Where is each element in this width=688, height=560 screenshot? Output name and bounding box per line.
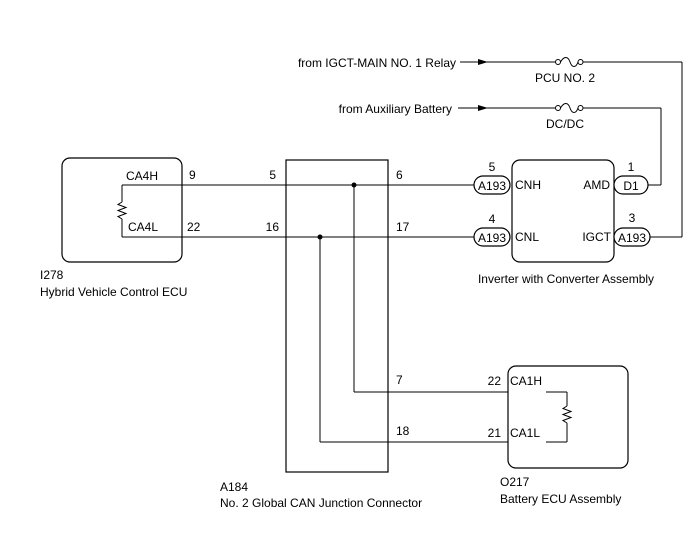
pin-number: 7 (396, 373, 403, 387)
can-junction-connector: 5 16 6 17 7 18 A184 No. 2 Global CAN Jun… (220, 159, 422, 510)
pin-number: 9 (189, 168, 196, 182)
connector-tag-d1-amd: D1 (613, 175, 649, 195)
connector-tag-a193-igct: A193 (613, 227, 651, 247)
pin-label-ca1h: CA1H (510, 374, 542, 388)
pin-label-ca4h: CA4H (126, 169, 158, 183)
power-source-igct-main: from IGCT-MAIN NO. 1 Relay PCU NO. 2 (298, 56, 682, 85)
pin-label-ca4l: CA4L (128, 220, 158, 234)
fuse-icon (555, 57, 584, 67)
connector-tag-a193-cnl: A193 (473, 227, 511, 247)
resistor-icon (561, 405, 573, 424)
pin-label-cnh: CNH (515, 178, 541, 192)
power-source-aux-battery: from Auxiliary Battery DC/DC (339, 102, 661, 131)
svg-text:D1: D1 (623, 179, 639, 193)
pin-number: 6 (396, 168, 403, 182)
component-name-junction: No. 2 Global CAN Junction Connector (220, 496, 422, 510)
component-code-hv-ecu: I278 (40, 268, 64, 282)
pin-label-igct: IGCT (582, 230, 611, 244)
pin-number: 4 (489, 212, 496, 226)
svg-text:A193: A193 (478, 179, 506, 193)
battery-ecu-assembly: CA1H CA1L O217 Battery ECU Assembly (500, 365, 629, 506)
pin-number: 16 (266, 220, 280, 234)
pin-number: 3 (629, 211, 636, 225)
component-name-battery-ecu: Battery ECU Assembly (500, 492, 621, 506)
svg-text:A193: A193 (618, 231, 646, 245)
pin-number: 18 (396, 424, 410, 438)
fuse-label-dcdc: DC/DC (546, 117, 584, 131)
component-name-inverter: Inverter with Converter Assembly (478, 272, 654, 286)
fuse-label-pcu: PCU NO. 2 (535, 71, 595, 85)
component-name-hv-ecu: Hybrid Vehicle Control ECU (40, 285, 187, 299)
pin-number: 22 (488, 374, 502, 388)
arrow-right-icon (478, 59, 488, 65)
pin-number: 5 (269, 168, 276, 182)
pin-label-ca1l: CA1L (510, 426, 540, 440)
pin-label-amd: AMD (583, 178, 610, 192)
component-code-junction: A184 (220, 480, 248, 494)
pin-label-cnl: CNL (515, 230, 539, 244)
pin-number: 21 (488, 426, 502, 440)
pin-number: 17 (396, 220, 410, 234)
svg-text:A193: A193 (478, 231, 506, 245)
resistor-icon (116, 201, 128, 220)
component-code-battery-ecu: O217 (500, 475, 530, 489)
hybrid-vehicle-control-ecu: CA4H CA4L I278 Hybrid Vehicle Control EC… (40, 157, 187, 299)
pin-number: 22 (187, 220, 201, 234)
source-label-igct-main: from IGCT-MAIN NO. 1 Relay (298, 56, 456, 70)
fuse-icon (555, 103, 584, 113)
pin-number: 1 (628, 160, 635, 174)
source-label-aux-battery: from Auxiliary Battery (339, 102, 452, 116)
pin-number: 5 (489, 160, 496, 174)
connector-tag-a193-cnh: A193 (473, 175, 511, 195)
arrow-right-icon (478, 105, 488, 111)
inverter-converter-assembly: CNH CNL AMD IGCT 5 4 1 3 A193 A193 D1 A1… (473, 159, 654, 286)
